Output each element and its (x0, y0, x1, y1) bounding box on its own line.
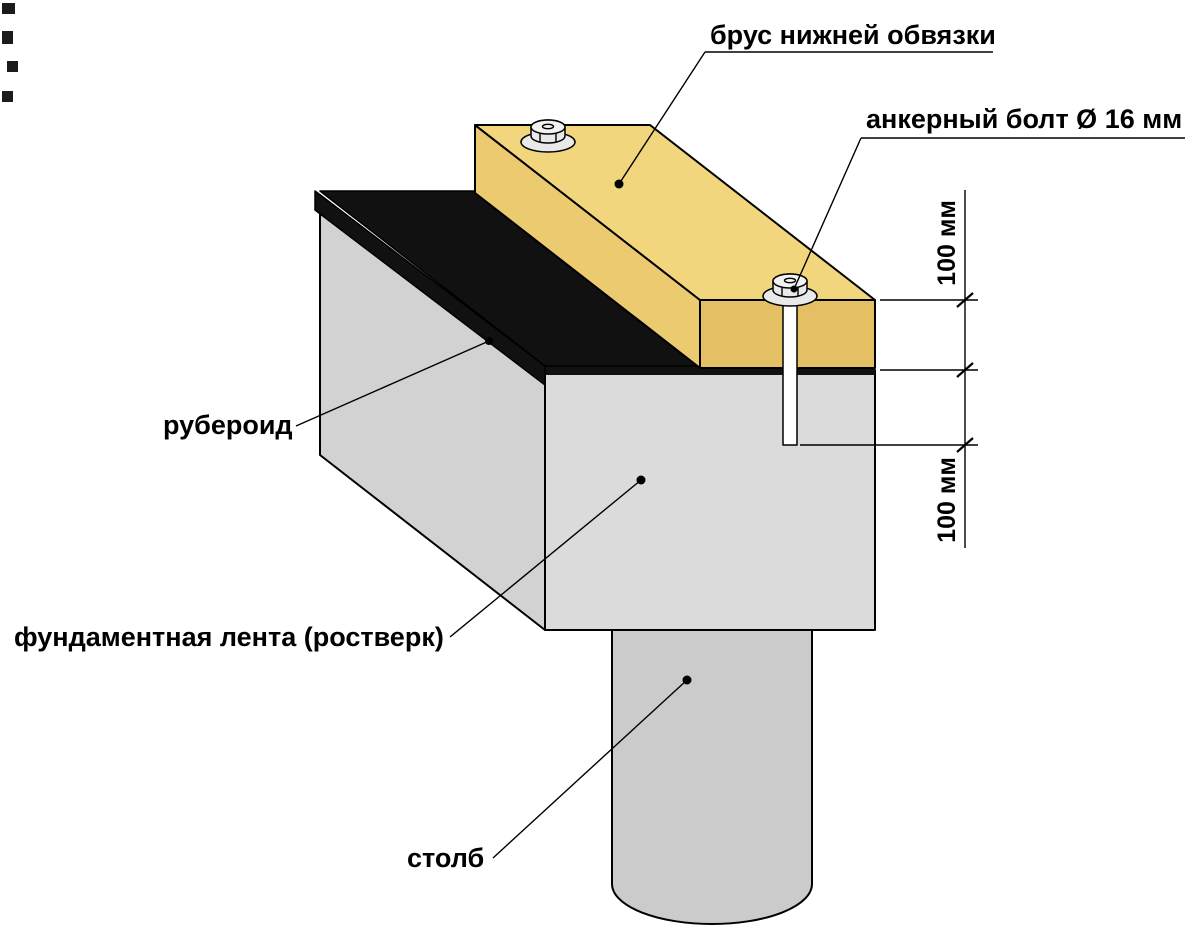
dimension-tick (956, 437, 974, 453)
anchor-bolt-left (520, 119, 576, 153)
foundation-strip-leader-dot (636, 475, 646, 485)
callout-labels: брус нижней обвязки анкерный болт Ø 16 м… (14, 20, 1185, 873)
anchor-bolt-leader-dot (790, 285, 798, 293)
post-graphic (611, 627, 813, 925)
post-leader-dot (682, 675, 692, 685)
beam-label: брус нижней обвязки (710, 20, 996, 50)
artifact-mark (2, 3, 15, 14)
bolt-head-chamfer (783, 277, 797, 284)
post-body (611, 627, 813, 925)
anchor-bolt-leader-line (793, 137, 862, 290)
dimension-text-beam-height: 100 мм (933, 200, 961, 286)
foundation-front-face (544, 369, 876, 631)
bolt-shaft (782, 297, 798, 446)
bolt-head-chamfer (541, 123, 555, 130)
beam-leader-dot (614, 179, 624, 189)
beam-graphic (474, 124, 876, 369)
post-leader-line (492, 679, 688, 859)
dimension-tick (956, 292, 974, 308)
anchor-bolt-right (762, 273, 818, 446)
artifact-mark (7, 61, 18, 72)
dimension-text-bolt-embedment: 100 мм (933, 457, 961, 543)
felt-overhang-edge (314, 190, 546, 386)
roofing-felt-leader-dot (485, 337, 493, 345)
bolt-head-top (530, 119, 566, 135)
dimension-annotations: 100 мм 100 мм (800, 190, 978, 548)
foundation-strip-label: фундаментная лента (ростверк) (14, 622, 444, 652)
scan-artifacts (2, 3, 18, 102)
anchor-bolt-label: анкерный болт Ø 16 мм (866, 104, 1182, 134)
artifact-mark (2, 91, 13, 102)
post-label: столб (407, 843, 484, 873)
dimension-tick (956, 362, 974, 378)
roofing-felt-leader-line (295, 340, 490, 427)
foundation-strip-leader-line (449, 479, 642, 638)
roofing-felt-label: рубероид (163, 410, 293, 440)
artifact-mark (2, 31, 13, 44)
bolt-head-top (772, 273, 808, 289)
beam-leader-line (618, 51, 706, 185)
